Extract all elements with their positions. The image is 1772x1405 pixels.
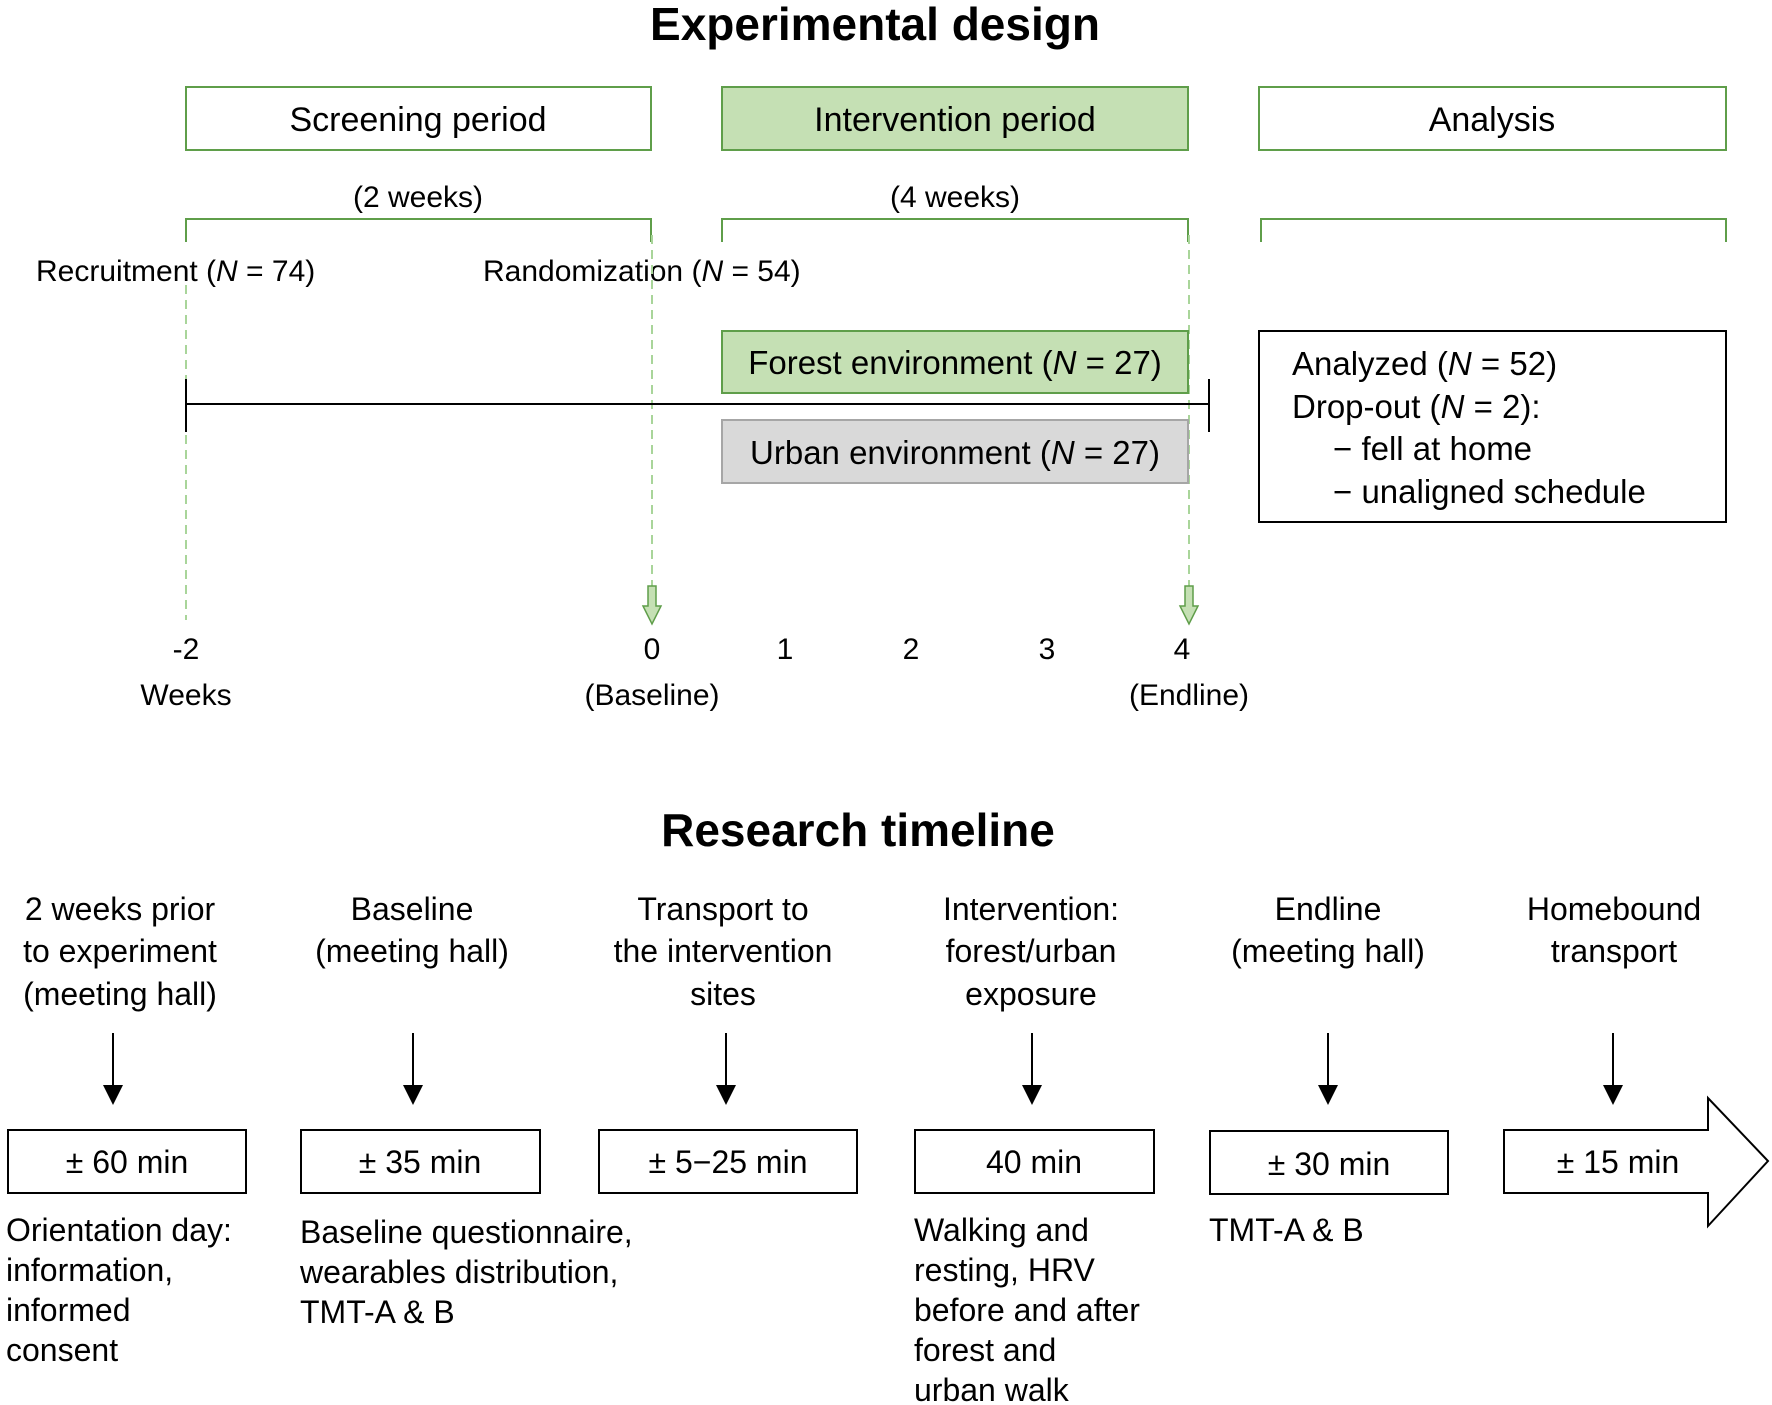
duration-box [914, 1129, 1155, 1194]
step-heading-line: (meeting hall) [315, 933, 509, 969]
timeline-step-endline: Endline (meeting hall) ± 30 min TMT-A & … [1209, 891, 1449, 1248]
dropout-label: Drop-out (N = 2): [1292, 388, 1541, 425]
step-heading-line: (meeting hall) [23, 976, 217, 1012]
screening-duration: (2 weeks) [353, 181, 483, 214]
step-description-line: wearables distribution, [299, 1254, 618, 1290]
recruitment-label: Recruitment (N = 74) [36, 255, 315, 288]
step-heading-line: Homebound [1527, 891, 1701, 927]
timeline-step-baseline: Baseline (meeting hall) ± 35 min Baselin… [299, 891, 633, 1330]
step-description-line: urban walk [914, 1372, 1070, 1405]
step-heading-line: sites [690, 976, 756, 1012]
forest-environment-label: Forest environment (N = 27) [748, 344, 1162, 381]
screening-period-label: Screening period [289, 101, 546, 139]
step-description-line: informed [6, 1292, 131, 1328]
step-description-line: TMT-A & B [1209, 1212, 1364, 1248]
timeline-step-transport: Transport to the intervention sites ± 5−… [598, 891, 858, 1194]
step-description-line: information, [6, 1252, 173, 1288]
step-description-line: resting, HRV [914, 1252, 1095, 1288]
step-heading-line: Intervention: [943, 891, 1119, 927]
duration-box [1209, 1130, 1449, 1195]
step-heading-line: Transport to [637, 891, 808, 927]
urban-environment-box: Urban environment (N = 27) [721, 419, 1189, 484]
duration-box [7, 1129, 247, 1194]
dropout-reason-1: − fell at home [1333, 430, 1532, 467]
step-heading-line: forest/urban [946, 933, 1117, 969]
analysis-results-box: Analyzed (N = 52) Drop-out (N = 2): − fe… [1258, 330, 1727, 523]
duration-label: ± 15 min [1557, 1144, 1680, 1180]
timeline-step-intervention: Intervention: forest/urban exposure 40 m… [914, 891, 1155, 1405]
analysis-bracket [1260, 218, 1727, 242]
step-description-line: TMT-A & B [300, 1294, 455, 1330]
week-tick-label: 3 [1039, 633, 1056, 666]
experimental-design-title: Experimental design [650, 0, 1100, 50]
step-description-line: before and after [914, 1292, 1140, 1328]
randomization-label: Randomization (N = 54) [483, 255, 801, 288]
intervention-duration: (4 weeks) [890, 181, 1020, 214]
week-tick-label: -2 [173, 633, 200, 666]
week-tick-label: 1 [777, 633, 794, 666]
analysis-period-label: Analysis [1429, 101, 1556, 139]
step-heading-line: Endline [1275, 891, 1382, 927]
right-arrow-icon [1503, 1095, 1770, 1229]
week-tick-label: 2 [903, 633, 920, 666]
week-tick-label: 4 [1174, 633, 1191, 666]
dropout-reason-2: − unaligned schedule [1333, 473, 1646, 510]
duration-label: 40 min [986, 1144, 1082, 1180]
step-description-line: Baseline questionnaire, [300, 1214, 633, 1250]
endline-arrow-icon [1178, 585, 1200, 626]
step-description-line: consent [6, 1332, 118, 1368]
intervention-bracket [721, 218, 1189, 242]
duration-label: ± 30 min [1268, 1146, 1391, 1182]
week-tick-label: 0 [644, 633, 661, 666]
research-timeline-title: Research timeline [661, 804, 1055, 856]
screening-bracket [185, 218, 652, 242]
step-heading-line: exposure [965, 976, 1097, 1012]
step-description-line: Orientation day: [6, 1212, 232, 1248]
step-heading-line: to experiment [23, 933, 217, 969]
screening-period-box: Screening period [185, 86, 652, 151]
analysis-period-box: Analysis [1258, 86, 1727, 151]
timeline-step-homebound: Homebound transport ± 15 min [1503, 891, 1770, 1229]
weeks-axis-label: Weeks [140, 679, 231, 712]
step-heading-line: 2 weeks prior [25, 891, 216, 927]
step-description-line: forest and [914, 1332, 1056, 1368]
duration-label: ± 60 min [66, 1144, 189, 1180]
intervention-period-box: Intervention period [721, 86, 1189, 151]
analyzed-label: Analyzed (N = 52) [1292, 345, 1557, 382]
step-heading-line: (meeting hall) [1231, 933, 1425, 969]
duration-box [300, 1129, 541, 1194]
timeline-step-orientation: 2 weeks prior to experiment (meeting hal… [6, 891, 247, 1368]
step-heading-line: the intervention [614, 933, 833, 969]
baseline-axis-label: (Baseline) [584, 679, 719, 712]
urban-environment-label: Urban environment (N = 27) [750, 434, 1160, 471]
duration-box [598, 1129, 858, 1194]
duration-label: ± 35 min [359, 1144, 482, 1180]
step-heading-line: transport [1551, 933, 1677, 969]
intervention-period-label: Intervention period [814, 101, 1096, 139]
step-heading-line: Baseline [351, 891, 474, 927]
endline-axis-label: (Endline) [1129, 679, 1249, 712]
step-description-line: Walking and [914, 1212, 1089, 1248]
forest-environment-box: Forest environment (N = 27) [721, 330, 1189, 394]
duration-label: ± 5−25 min [649, 1144, 808, 1180]
baseline-arrow-icon [641, 585, 663, 626]
